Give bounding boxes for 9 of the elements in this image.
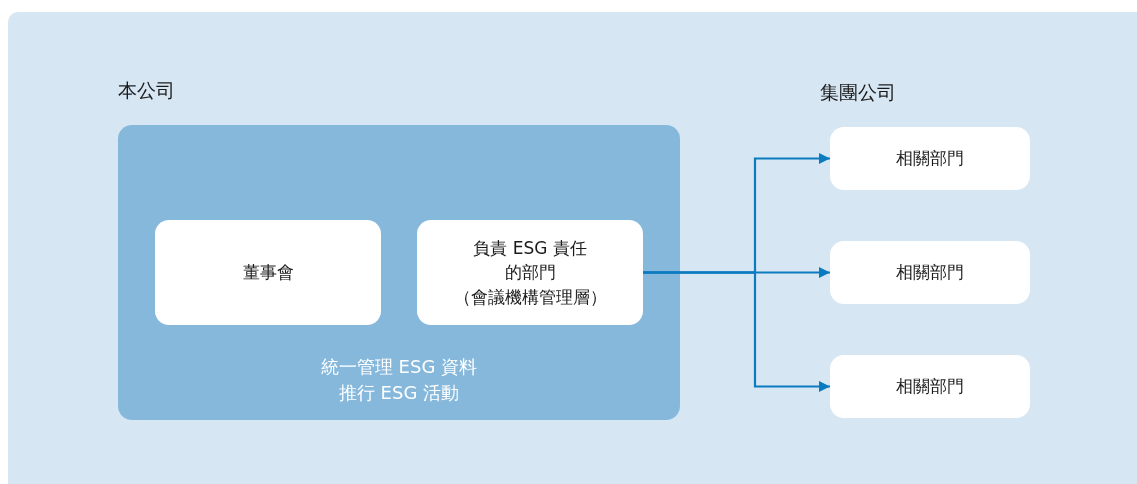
department-box: 相關部門 xyxy=(830,127,1030,190)
department-box: 相關部門 xyxy=(830,241,1030,304)
department-box: 負責 ESG 責任的部門（會議機構管理層） xyxy=(417,220,643,325)
department-box: 董事會 xyxy=(155,220,381,325)
department-box: 相關部門 xyxy=(830,355,1030,418)
group-heading: 本公司 xyxy=(118,78,175,103)
arrow xyxy=(643,271,830,392)
group-heading: 集團公司 xyxy=(820,80,896,105)
panel-text: 統一管理 ESG 資料推行 ESG 活動 xyxy=(320,354,478,405)
